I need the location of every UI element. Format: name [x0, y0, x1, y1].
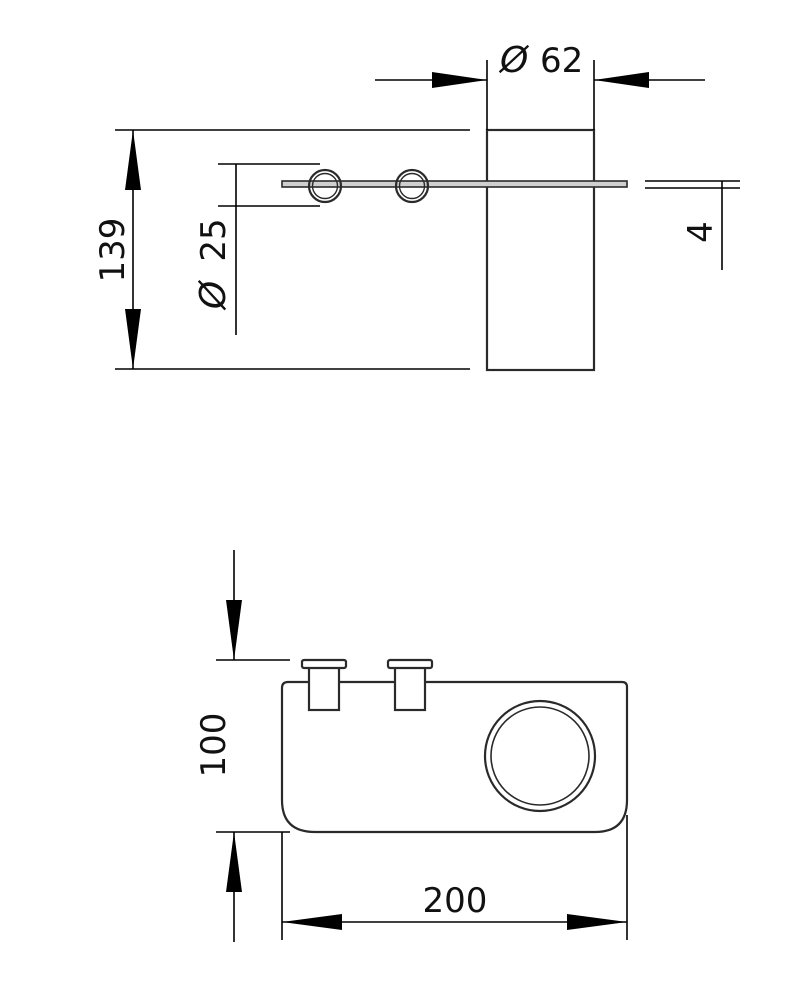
holder-diameter-symbol: Ø — [498, 40, 530, 81]
depth-label: 100 — [194, 713, 234, 778]
ring-right-inner — [398, 172, 426, 200]
dimension-ring-diameter: Ø 25 — [193, 163, 320, 335]
dimension-shelf-thickness: 4 — [645, 180, 740, 270]
overall-height-label: 139 — [93, 218, 133, 283]
ring-left — [307, 168, 343, 204]
holder-ring-outer — [483, 699, 597, 813]
dimension-width: 200 — [281, 815, 628, 940]
cylinder-holder-body — [485, 128, 596, 372]
ring-right — [394, 168, 430, 204]
holder-ring-inner — [490, 706, 590, 806]
width-label: 200 — [423, 881, 488, 921]
clip-left-cap — [300, 658, 348, 670]
ring-diameter-symbol: Ø — [193, 279, 234, 311]
clip-right-cap — [386, 658, 434, 670]
dimension-overall-height: 139 — [93, 129, 470, 370]
top-view — [280, 658, 629, 834]
dimension-holder-diameter: Ø 62 — [375, 40, 705, 130]
holder-diameter-label: 62 — [540, 41, 583, 81]
ring-left-inner — [311, 172, 339, 200]
front-view — [281, 128, 628, 372]
clip-left-stem — [307, 662, 341, 712]
ring-diameter-label: 25 — [194, 218, 234, 261]
clip-right-stem — [393, 662, 427, 712]
dimension-depth: 100 — [194, 550, 290, 942]
shelf-bar — [281, 180, 628, 188]
shelf-thickness-label: 4 — [681, 221, 721, 243]
shelf-plate — [280, 680, 629, 834]
